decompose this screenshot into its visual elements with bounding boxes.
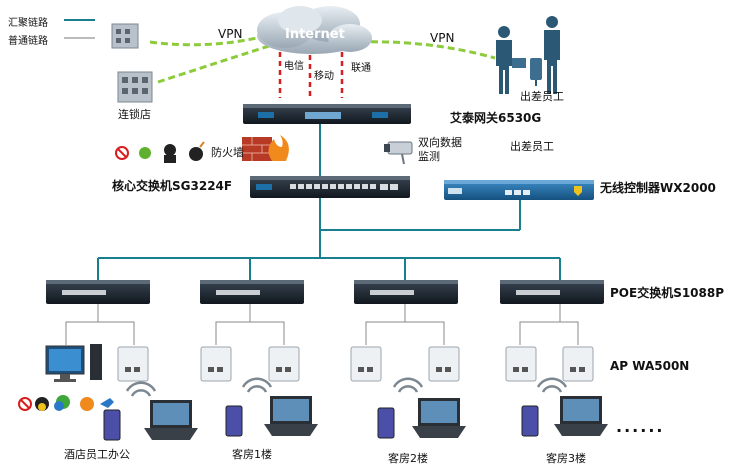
vpn-link-right xyxy=(359,40,496,60)
gateway-label: 艾泰网关6530G xyxy=(450,111,542,125)
firewall-icon xyxy=(242,135,289,161)
internet-cloud xyxy=(257,6,372,54)
tablets xyxy=(103,405,539,441)
internet-label: Internet xyxy=(285,27,345,42)
security-icons xyxy=(115,141,205,163)
bird-icon xyxy=(100,398,114,408)
chain-store-label: 连锁店 xyxy=(118,108,151,121)
wireless-controller-device xyxy=(444,180,594,200)
ap-unit-4 xyxy=(350,346,382,382)
ellipsis-label: ...... xyxy=(616,417,665,436)
hacker-icon xyxy=(164,144,176,156)
wireless-controller-label: 无线控制器WX2000 xyxy=(600,181,716,195)
vpn-label-right: VPN xyxy=(430,31,455,45)
remote-staff-mid-label: 出差员工 xyxy=(510,140,554,153)
ap-unit-3 xyxy=(268,346,300,382)
vpn-link-left-2 xyxy=(157,43,273,84)
forbidden-icon-2 xyxy=(18,397,32,411)
ap-label: AP WA500N xyxy=(610,359,690,373)
camera-icon xyxy=(384,141,413,165)
chain-store-icon xyxy=(111,23,153,103)
core-switch-device xyxy=(250,176,410,198)
vpn-link-left xyxy=(149,33,271,47)
gateway-device xyxy=(243,104,411,124)
bomb-icon xyxy=(189,147,203,161)
area-floor2-label: 客房2楼 xyxy=(388,452,428,465)
legend-aggregated-label: 汇聚链路 xyxy=(8,18,48,29)
area-floor3-label: 客房3楼 xyxy=(546,452,586,465)
area-office-label: 酒店员工办公 xyxy=(64,448,130,461)
isp-telecom-label: 电信 xyxy=(284,61,304,72)
laptops xyxy=(144,396,608,440)
isp-mobile-label: 移动 xyxy=(314,71,334,82)
forbidden-icon xyxy=(115,146,129,160)
legend-normal-label: 普通链路 xyxy=(8,36,48,47)
poe-switch-1 xyxy=(46,280,150,304)
vpn-label-left: VPN xyxy=(218,27,243,41)
isp-unicom-label: 联通 xyxy=(351,63,371,74)
area-floor1-label: 客房1楼 xyxy=(232,448,272,461)
remote-staff-icon xyxy=(496,16,560,94)
monitor-label: 双向数据监测 xyxy=(418,136,462,163)
remote-staff-top-label: 出差员工 xyxy=(520,90,564,103)
app-icons xyxy=(18,395,114,411)
office-pc-icon xyxy=(45,344,102,382)
poe-switch-3 xyxy=(354,280,458,304)
virus-icon xyxy=(139,147,151,159)
ap-unit-6 xyxy=(505,346,537,382)
poe-switch-4 xyxy=(500,280,604,304)
ap-unit-2 xyxy=(200,346,232,382)
firewall-label: 防火墙 xyxy=(211,146,244,159)
wifi-signals xyxy=(125,377,568,397)
firefox-icon xyxy=(80,397,94,411)
ap-unit-1 xyxy=(117,346,149,382)
poe-switch-label: POE交换机S1088P xyxy=(610,286,725,300)
ap-unit-7 xyxy=(562,346,594,382)
core-switch-label: 核心交换机SG3224F xyxy=(112,179,233,193)
poe-switch-2 xyxy=(200,280,304,304)
distribution-links xyxy=(97,198,561,280)
ap-unit-5 xyxy=(428,346,460,382)
ap-links xyxy=(65,304,579,345)
